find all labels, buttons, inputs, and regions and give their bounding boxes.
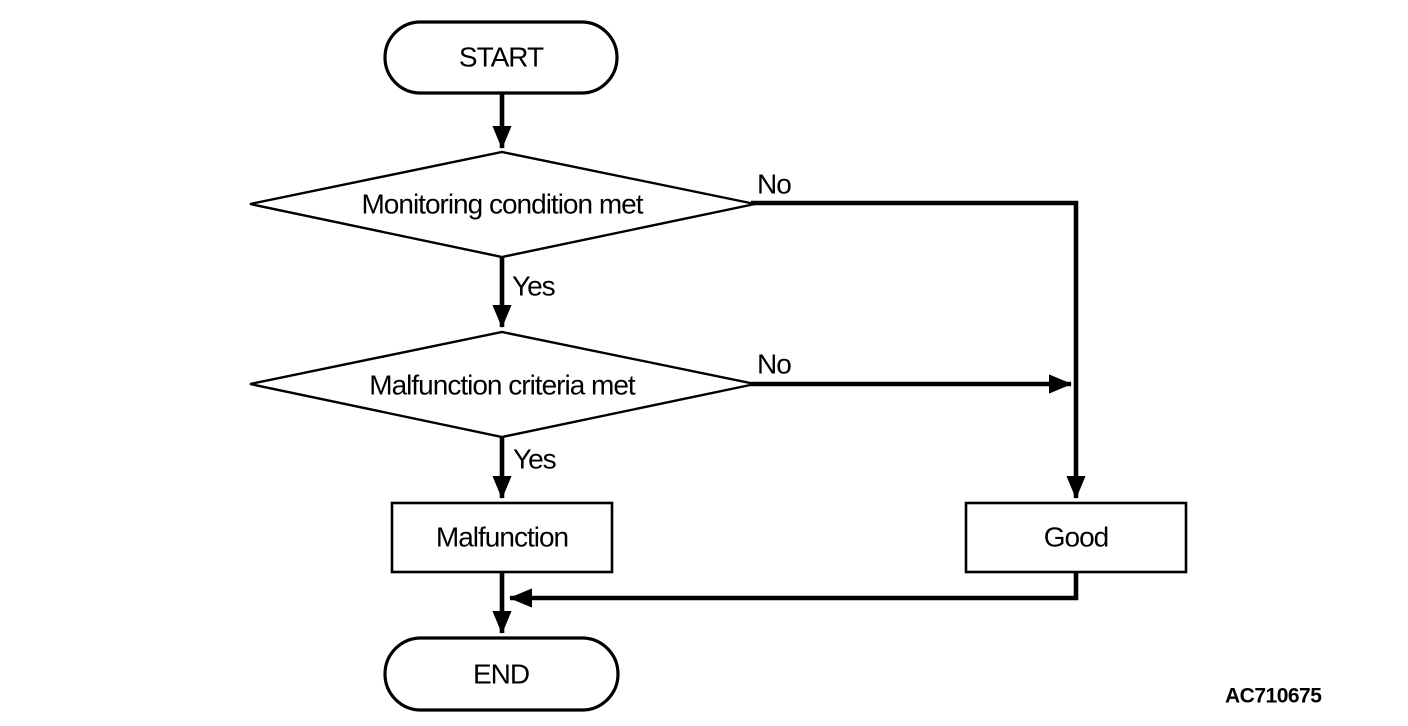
edge-good-to-end-merge <box>509 572 1079 608</box>
good-process-shape <box>964 501 1188 574</box>
monitoring-no-label: No <box>757 169 791 200</box>
monitoring-decision-label: Monitoring condition met <box>361 189 643 220</box>
labels: START Monitoring condition met Malfuncti… <box>361 42 1322 708</box>
monitoring-decision-shape <box>249 150 756 259</box>
start-terminator-shape <box>383 20 619 95</box>
end-label: END <box>473 659 529 690</box>
monitoring-yes-label: Yes <box>512 271 555 302</box>
start-label: START <box>459 42 544 73</box>
malfunction-label: Malfunction <box>436 522 568 553</box>
criteria-yes-label: Yes <box>513 444 556 475</box>
edge-monitoring-no-to-good <box>751 200 1086 499</box>
connectors <box>492 93 1086 634</box>
figure-code-label: AC710675 <box>1225 685 1322 708</box>
good-label: Good <box>1044 522 1109 553</box>
criteria-decision-shape <box>249 330 756 439</box>
criteria-no-label: No <box>757 349 791 380</box>
criteria-decision-label: Malfunction criteria met <box>369 370 636 401</box>
end-terminator-shape <box>383 636 620 712</box>
malfunction-process-shape <box>390 501 614 574</box>
node-shapes <box>249 20 1188 712</box>
